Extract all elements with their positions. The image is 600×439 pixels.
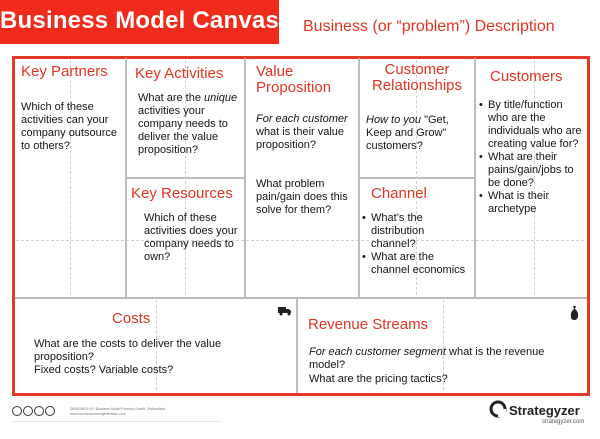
guide-line (16, 240, 584, 241)
customers-item: By title/function who are the individual… (479, 99, 585, 151)
key-resources-heading: Key Resources (131, 185, 233, 202)
key-resources-text: Which of these activities does your comp… (144, 212, 238, 263)
customer-relationships-text: How to you "Get, Keep and Grow" customer… (366, 114, 470, 153)
strategyzer-brand[interactable]: Strategyzer (509, 403, 580, 418)
revenue-streams-text: For each customer segment what is the re… (309, 346, 579, 372)
cc-by-icon (23, 406, 33, 416)
guide-line (185, 60, 186, 295)
guide-line (156, 300, 157, 390)
footer-designed-by: DESIGNED BY: Business Model Foundry GmbH… (70, 407, 166, 411)
truck-icon (278, 307, 291, 316)
cc-nc-icon (45, 406, 55, 416)
guide-line (443, 300, 444, 390)
canvas-title-banner: Business Model Canvas (0, 0, 279, 44)
channel-list: What’s the distribution channel? What ar… (362, 212, 466, 277)
key-activities-heading: Key Activities (135, 65, 224, 82)
customer-relationships-text-emphasis: How to you (366, 114, 422, 126)
canvas-title: Business Model Canvas (0, 7, 279, 34)
revenue-streams-text-part: what is the revenue model? (309, 346, 545, 371)
value-proposition-text-emphasis: For each customer (256, 113, 348, 125)
canvas-frame (12, 56, 590, 396)
guide-line (416, 60, 417, 295)
revenue-streams-heading: Revenue Streams (308, 316, 429, 333)
key-activities-text-emphasis: unique (204, 92, 238, 104)
divider-value-relationships (358, 58, 360, 297)
key-activities-text: What are the unique activities your comp… (138, 92, 240, 157)
costs-text2: Fixed costs? Variable costs? (34, 364, 174, 376)
customer-relationships-text-part: "Get, Keep and Grow" customers? (366, 114, 449, 152)
value-proposition-text-part: what is their value proposition? (256, 126, 345, 151)
divider-costs-revenue (296, 299, 298, 393)
divider-top-bottom (15, 297, 587, 299)
guide-line (70, 60, 71, 295)
key-activities-text-part: What are the (138, 92, 205, 104)
customers-item: What are their pains/gain/jobs to be don… (479, 151, 585, 190)
value-proposition-text2: What problem pain/gain does this solve f… (256, 178, 348, 216)
channel-heading: Channel (371, 185, 427, 202)
strategyzer-url[interactable]: strategyzer.com (542, 419, 585, 425)
channel-item: What’s the distribution channel? (362, 212, 466, 251)
revenue-streams-text2: What are the pricing tactics? (309, 373, 448, 385)
revenue-streams-text-emphasis: For each customer segment (309, 346, 446, 358)
customers-list: By title/function who are the individual… (479, 99, 585, 216)
channel-item: What are the channel economics (362, 251, 466, 277)
divider-partners-activities (125, 58, 127, 297)
key-partners-text: Which of these activities can your compa… (21, 101, 117, 152)
costs-text: What are the costs to deliver the value … (34, 338, 222, 363)
value-proposition-text: For each customer what is their value pr… (256, 113, 354, 152)
key-partners-heading: Key Partners (21, 63, 108, 80)
cc-icon (12, 406, 22, 416)
customers-item: What is their archetype (479, 190, 585, 216)
cc-sa-icon (34, 406, 44, 416)
divider-activities-value (244, 58, 246, 297)
customer-relationships-heading: Customer Relationships (371, 61, 463, 94)
costs-heading: Costs (112, 310, 151, 327)
money-bag-icon (570, 306, 579, 320)
divider-relationships-customers (474, 58, 476, 297)
customers-heading: Customers (490, 68, 563, 85)
key-activities-text-part: activities your company needs to deliver… (138, 105, 228, 156)
footer-license-lines (12, 421, 222, 430)
footer-site: www.businessmodelgeneration.com (70, 412, 126, 416)
strategyzer-logo-icon (489, 400, 507, 418)
value-proposition-heading: Value Proposition (256, 63, 332, 96)
business-description-label: Business (or “problem”) Description (303, 18, 555, 35)
divider-relationships-channel (360, 177, 474, 179)
creative-commons-icons (12, 406, 56, 416)
